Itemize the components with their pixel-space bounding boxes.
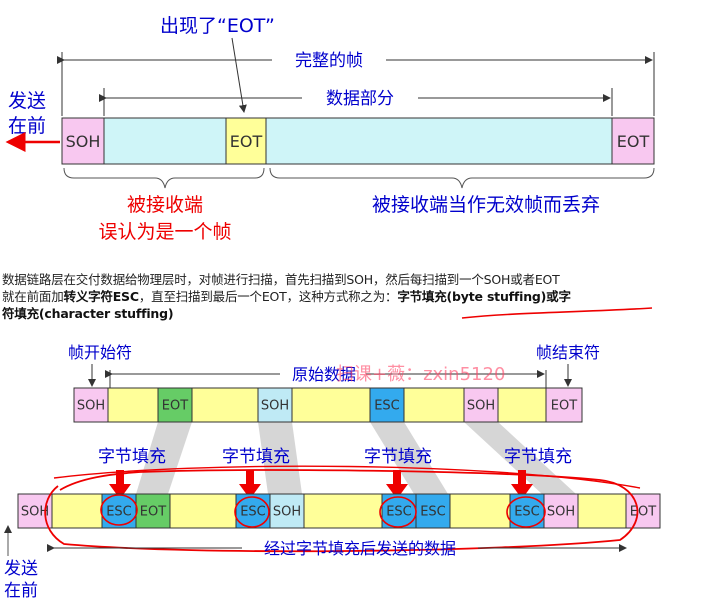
callout-arrow (231, 37, 247, 113)
stuffCells-cell (449, 493, 511, 529)
origCells-cell-label: SOH (261, 399, 289, 414)
handdrawn-underline (461, 307, 653, 319)
stuffCells-cell (303, 493, 383, 529)
bottom-send-first-line2: 在前 (4, 581, 38, 601)
watermark: 扫课+薇：zxin5120 (336, 364, 505, 385)
handdrawn-circle-esc2 (234, 496, 270, 528)
topCells-cell (103, 117, 227, 165)
data-part-label: 数据部分 (326, 89, 394, 109)
stuffCells-cell-label: ESC (106, 505, 132, 520)
stuffed-data-label: 经过字节填充后发送的数据 (264, 539, 456, 558)
origCells-cell (403, 387, 465, 423)
stuffCells-cell-label: ESC (386, 505, 412, 520)
origCells-cell-label: ESC (374, 399, 400, 414)
stuffCells-cell-label: EOT (140, 505, 166, 520)
byte-stuffing-label-1: 字节填充 (98, 447, 166, 467)
stuffCells-cell (577, 493, 627, 529)
stuffCells-cell-label: ESC (420, 505, 446, 520)
origCells-cell (369, 387, 405, 423)
topCells-cell (225, 117, 267, 165)
topCells-cell-label: SOH (66, 132, 101, 151)
topCells-cell-label: EOT (617, 132, 650, 151)
description-paragraph: 数据链路层在交付数据给物理层时，对帧进行扫描，首先扫描到SOH，然后每扫描到一个… (2, 271, 702, 322)
receiver-line1: 被接收端 (127, 194, 203, 216)
eot-callout: 出现了“EOT” (160, 15, 275, 37)
top-frame-cells: SOH EOT EOT (61, 117, 655, 165)
mapping-band-soh (258, 422, 302, 494)
origCells-cell (291, 387, 371, 423)
top-send-first-line2: 在前 (8, 115, 46, 137)
discard-brace (269, 167, 655, 189)
description-line-2: 就在前面加转义字符ESC，直至扫描到最后一个EOT，这种方式称之为：字节填充(b… (2, 289, 571, 304)
receiver-brace (63, 167, 265, 189)
origCells-cell (191, 387, 259, 423)
mapping-band-esc (370, 422, 448, 494)
description-line-3: 符填充(character stuffing) (2, 306, 174, 321)
frame-end-label: 帧结束符 (536, 343, 600, 362)
discard-label: 被接收端当作无效帧而丢弃 (372, 194, 600, 216)
handdrawn-arc (53, 465, 641, 489)
handdrawn-outer-ellipse (44, 469, 639, 553)
origCells-cell (107, 387, 159, 423)
stuffCells-cell-label: SOH (547, 505, 575, 520)
frame-start-label: 帧开始符 (68, 343, 132, 362)
handdrawn-circle-esc4 (506, 496, 546, 528)
origCells-cell (157, 387, 193, 423)
complete-frame-label: 完整的帧 (295, 51, 363, 71)
origCells-cell-label: SOH (77, 399, 105, 414)
mapping-band-eot (136, 422, 192, 494)
stuffCells-cell (269, 493, 305, 529)
origCells-cell-label: EOT (551, 399, 577, 414)
handdrawn-circle-esc3 (379, 496, 417, 528)
red-insert-arrows (109, 470, 533, 499)
stuffed-frame-cells: SOH ESC EOT ESC SOH ESC ESC ESC SOH EOT (17, 493, 661, 529)
topCells-cell (265, 117, 613, 165)
topCells-cell-label: EOT (230, 132, 263, 151)
origCells-cell (73, 387, 109, 423)
stuffCells-cell (625, 493, 661, 529)
stuffCells-cell (169, 493, 237, 529)
byte-stuffing-label-2: 字节填充 (222, 447, 290, 467)
stuffCells-cell-label: ESC (240, 505, 266, 520)
handdrawn-circle-esc1 (100, 494, 138, 526)
receiver-line2: 误认为是一个帧 (98, 221, 231, 243)
stuffCells-cell-label: SOH (21, 505, 49, 520)
description-line-1: 数据链路层在交付数据给物理层时，对帧进行扫描，首先扫描到SOH，然后每扫描到一个… (2, 272, 560, 287)
origCells-cell (497, 387, 547, 423)
original-data-label: 原始数据 (292, 365, 356, 384)
origCells-cell-label: EOT (162, 399, 188, 414)
bottom-send-first-line1: 发送 (4, 559, 38, 579)
byte-stuffing-label-3: 字节填充 (364, 447, 432, 467)
top-send-first-line1: 发送 (8, 90, 46, 112)
origCells-cell (545, 387, 583, 423)
stuffCells-cell-label: EOT (630, 505, 656, 520)
stuffCells-cell (543, 493, 579, 529)
byte-stuffing-label-4: 字节填充 (504, 447, 572, 467)
stuffCells-cell (51, 493, 103, 529)
stuffCells-cell (135, 493, 171, 529)
original-frame-cells: SOH EOT SOH ESC SOH EOT (73, 387, 583, 423)
stuffCells-cell-label: SOH (273, 505, 301, 520)
origCells-cell-label: SOH (467, 399, 495, 414)
stuffCells-cell-label: ESC (514, 505, 540, 520)
origCells-cell (463, 387, 499, 423)
topCells-cell (611, 117, 655, 165)
